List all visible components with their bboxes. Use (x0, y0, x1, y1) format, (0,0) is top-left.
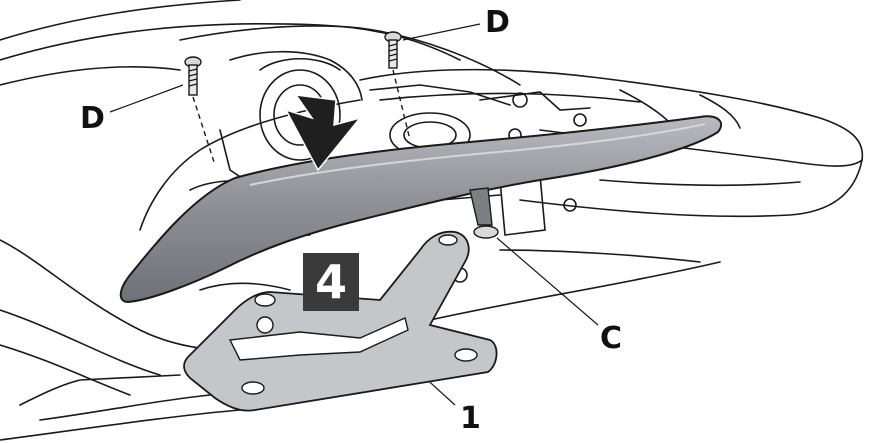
label-c: C (600, 321, 622, 356)
down-arrow-icon (284, 94, 363, 172)
label-d-top: D (485, 5, 510, 40)
bolt-top (384, 31, 411, 141)
bracket-part (183, 230, 498, 412)
step-number-badge: 4 (303, 253, 359, 311)
bolt-left (184, 56, 216, 166)
label-d-left: D (80, 101, 105, 136)
grab-handle (119, 115, 723, 304)
label-part-1: 1 (460, 401, 481, 436)
